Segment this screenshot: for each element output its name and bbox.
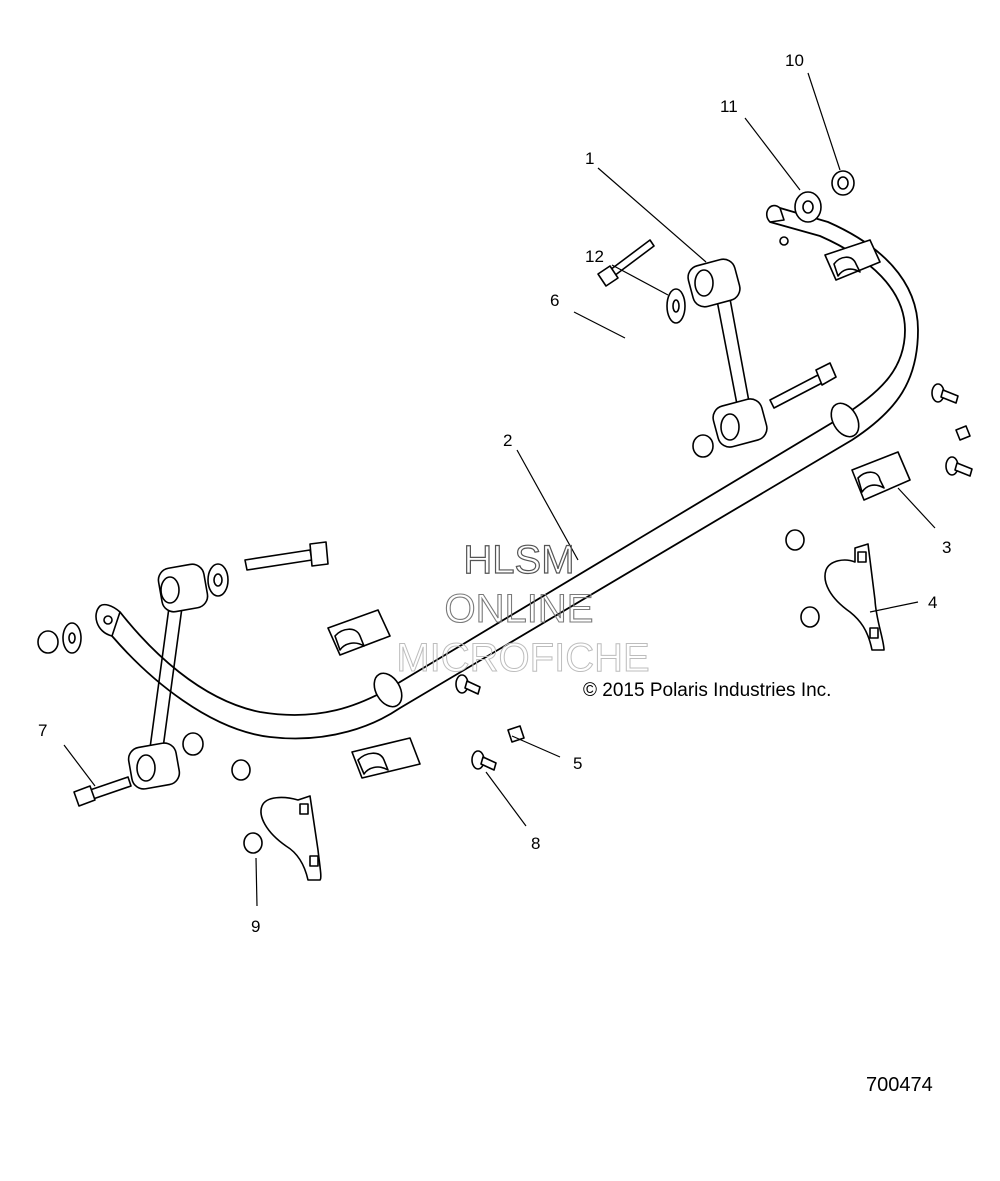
stabilizer-link-left: [127, 563, 209, 790]
rivet-right-lower: [945, 456, 973, 477]
stabilizer-bar: [95, 204, 919, 740]
bushing-part-3: [851, 451, 911, 501]
copyright-notice: © 2015 Polaris Industries Inc.: [583, 680, 831, 701]
nut-right-b: [800, 606, 820, 628]
callout-5: 5: [573, 754, 582, 773]
fitting-right: [955, 425, 971, 441]
callout-1: 1: [585, 149, 594, 168]
leader-lines: [63, 72, 936, 907]
callout-7: 7: [38, 721, 47, 740]
bushing-upper-left: [327, 609, 391, 656]
watermark: HLSM ONLINE MICROFICHE: [396, 537, 650, 680]
nut-link-left: [182, 732, 204, 756]
bolt-part-7: [73, 776, 132, 807]
callout-3: 3: [942, 538, 951, 557]
callout-11: 11: [720, 97, 738, 116]
stabilizer-link-right: [687, 258, 768, 448]
clamp-left: [260, 795, 322, 881]
callout-2: 2: [503, 431, 512, 450]
callout-6: 6: [550, 291, 559, 310]
watermark-line-1: HLSM: [463, 538, 574, 582]
callout-10: 10: [785, 51, 804, 70]
bushing-upper-right: [824, 239, 881, 281]
washer-left-lower: [62, 622, 82, 654]
bolt-part-6: [597, 239, 655, 287]
nut-part-10: [831, 170, 855, 196]
washer-part-12: [666, 288, 686, 324]
callout-9: 9: [251, 917, 260, 936]
washer-left-upper: [207, 563, 229, 597]
rivet-middle: [455, 674, 481, 695]
bolt-upper-right: [769, 362, 837, 409]
bolt-upper-left: [244, 541, 329, 571]
rivet-part-8: [471, 750, 497, 771]
nut-link-right: [692, 434, 714, 458]
nut-middle-left: [231, 759, 251, 781]
callout-4: 4: [928, 593, 937, 612]
watermark-line-3: MICROFICHE: [396, 636, 649, 680]
fitting-part-5: [507, 725, 525, 743]
rivet-right-upper: [931, 383, 959, 404]
callout-12: 12: [585, 247, 604, 266]
nut-left-lower: [37, 630, 59, 654]
washer-part-11: [794, 191, 822, 223]
nut-part-9: [243, 832, 263, 854]
nut-right-a: [785, 529, 805, 551]
clamp-part-4: [824, 543, 885, 651]
callout-labels: 1 2 3 4 5 6 7 8 9 10 11 12: [38, 51, 951, 936]
callout-8: 8: [531, 834, 540, 853]
watermark-line-2: ONLINE: [445, 587, 594, 631]
bushing-lower-left: [351, 737, 421, 779]
document-number: 700474: [866, 1074, 933, 1096]
